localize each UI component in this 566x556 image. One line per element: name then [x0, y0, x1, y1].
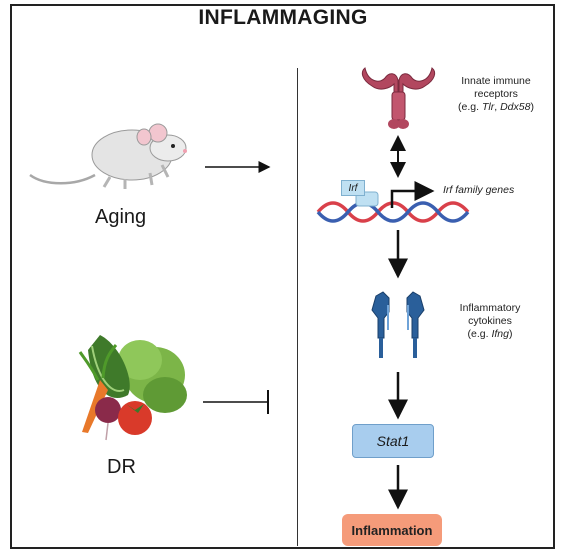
cytokine-receptor-icon [371, 291, 425, 358]
figure-frame [10, 4, 555, 549]
receptors-label: Innate immune receptors (e.g. Tlr, Ddx58… [458, 75, 534, 113]
aging-label: Aging [95, 206, 147, 228]
inflammation-box: Inflammation [342, 514, 442, 546]
panel-divider [297, 68, 298, 546]
irf-family-genes-label: Irf family genes [443, 184, 515, 196]
vegetables-icon [78, 335, 187, 441]
receptor-icon [361, 67, 436, 129]
irf-box: Irf [341, 180, 365, 196]
figure-title: INFLAMMAGING [198, 6, 368, 29]
stat1-box: Stat1 [352, 424, 434, 458]
dr-label: DR [107, 456, 136, 478]
cytokines-label: Inflammatory cytokines (e.g. Ifng) [459, 302, 521, 340]
transcription-arrow [390, 181, 435, 208]
dr-inhibition-arrow [203, 390, 269, 414]
mouse-icon [29, 123, 187, 189]
